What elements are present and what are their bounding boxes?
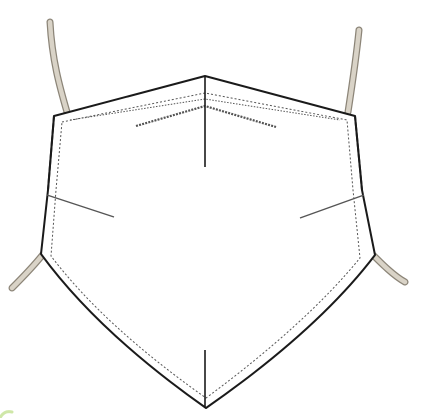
corner-mark-shape (0, 410, 14, 418)
left-edge-crease (47, 115, 55, 191)
mask-body (40, 75, 376, 409)
top-stitch-line (69, 98, 341, 121)
ear-loop-bottom-left-inner (9, 250, 47, 291)
corner-watermark-fragment (0, 410, 14, 418)
right-edge-crease (354, 115, 363, 191)
left-fold-line (46, 194, 115, 218)
ear-loop-top-left-inner (47, 19, 70, 115)
ear-loop-bottom-right-inner (367, 249, 408, 285)
ear-loop-top-right-inner (345, 27, 362, 115)
right-fold-line (299, 194, 365, 219)
mask-stitch-border (50, 92, 361, 399)
